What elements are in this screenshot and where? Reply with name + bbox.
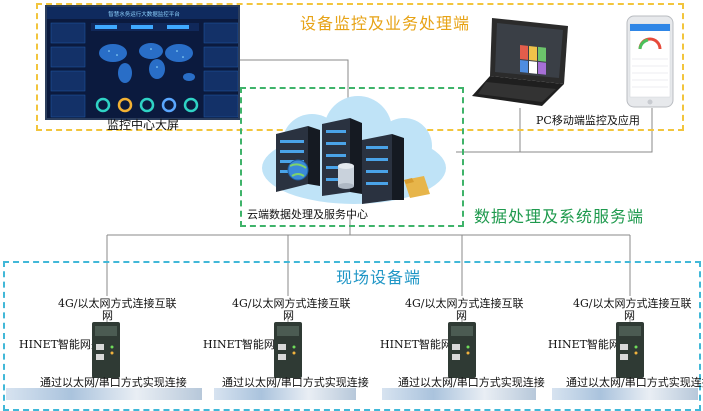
site-2-field-label: 通过以太网/串口方式实现连接 [222,376,369,389]
site-4-field-photo [552,388,698,400]
site-3-gateway-label: HINET智能网关 [380,338,463,351]
site-1-field-photo [6,388,202,400]
server-rack-left-icon [276,126,320,192]
zone-cloud-service [240,87,464,227]
site-1-gateway-icon [92,322,120,378]
phone-icon [626,15,674,108]
line-cloud-to-phone [456,108,653,153]
dashboard-illustration: 智慧水务运行大数据监控平台 [47,7,238,118]
mobile-label: PC移动端监控及应用 [536,114,640,127]
zone-monitoring-title: 设备监控及业务处理端 [300,14,471,33]
site-2-connect-line1: 4G/以太网方式连接互联 [232,297,351,310]
site-3-gateway-icon [448,322,476,378]
laptop-icon [472,18,568,106]
zone-cloud-service-title: 数据处理及系统服务端 [474,207,645,226]
site-2-field-photo [214,388,356,400]
site-2-connect-line2: 网 [283,309,294,322]
dashboard-header: 智慧水务运行大数据监控平台 [108,10,180,18]
site-4-field-label: 通过以太网/串口方式实现连接 [566,376,703,389]
line-screen-to-cloud [240,59,349,112]
site-3-field-label: 通过以太网/串口方式实现连接 [398,376,545,389]
site-1-gateway-label: HINET智能网关 [19,338,102,351]
site-4-connect-line1: 4G/以太网方式连接互联 [573,297,692,310]
site-3-field-photo [382,388,536,400]
site-1-connect-line2: 网 [102,309,113,322]
site-2-gateway-icon [274,322,302,378]
cloud-server-icon [262,96,446,204]
site-2-gateway-label: HINET智能网关 [203,338,286,351]
server-rack-right-icon [362,134,404,204]
big-screen-label: 监控中心大屏 [107,118,180,132]
database-icon [338,163,354,189]
monitoring-big-screen: 智慧水务运行大数据监控平台 [45,5,240,120]
site-4-connect-line2: 网 [624,309,635,322]
connector-lines [106,59,653,383]
site-4-gateway-label: HINET智能网关 [548,338,631,351]
site-4-gateway-icon [616,322,644,378]
globe-icon [287,159,309,181]
site-1-field-label: 通过以太网/串口方式实现连接 [40,376,187,389]
site-3-connect-line1: 4G/以太网方式连接互联 [405,297,524,310]
folder-icon [404,176,430,198]
zone-field-devices-title: 现场设备端 [336,268,422,287]
cloud-label: 云端数据处理及服务中心 [247,208,368,221]
site-1-connect-line1: 4G/以太网方式连接互联 [58,297,177,310]
site-3-connect-line2: 网 [456,309,467,322]
